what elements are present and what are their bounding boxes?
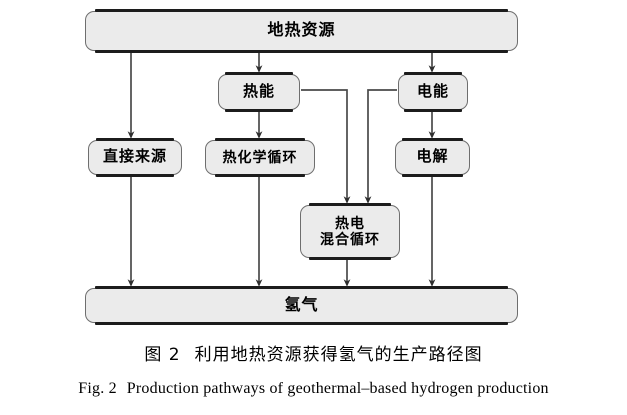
figure-caption-english: Fig. 2 Production pathways of geothermal–… [0, 380, 627, 398]
node-label: 电能 [416, 82, 449, 100]
figure-caption-chinese: 图 2 利用地热资源获得氢气的生产路径图 [0, 340, 627, 365]
node-thermochemical-cycle: 热化学循环 [205, 138, 315, 177]
node-hybrid-thermo-electric-cycle: 热电 混合循环 [300, 203, 400, 260]
node-label: 地热资源 [267, 22, 336, 40]
figure-number-chinese: 图 2 [144, 345, 181, 365]
edge-electric-hybrid [364, 89, 397, 204]
node-label: 热化学循环 [222, 148, 298, 165]
node-thermal-energy: 热能 [218, 72, 300, 112]
node-label: 氢气 [284, 296, 319, 314]
figure-number-english: Fig. 2 [78, 380, 117, 397]
node-geothermal-resources: 地热资源 [85, 9, 518, 53]
node-label: 直接来源 [102, 148, 167, 166]
node-electrolysis: 电解 [395, 138, 470, 177]
node-label: 电解 [416, 148, 449, 166]
edge-thermal-hybrid [301, 89, 351, 204]
node-electric-energy: 电能 [398, 72, 468, 112]
figure-caption-english-text: Production pathways of geothermal–based … [126, 380, 549, 397]
node-direct-source: 直接来源 [88, 138, 182, 177]
node-label: 热电 混合循环 [320, 214, 380, 247]
flowchart-connectors [127, 51, 436, 287]
node-hydrogen: 氢气 [85, 286, 518, 325]
figure-caption-chinese-text: 利用地热资源获得氢气的生产路径图 [194, 345, 483, 365]
node-label: 热能 [242, 82, 275, 100]
